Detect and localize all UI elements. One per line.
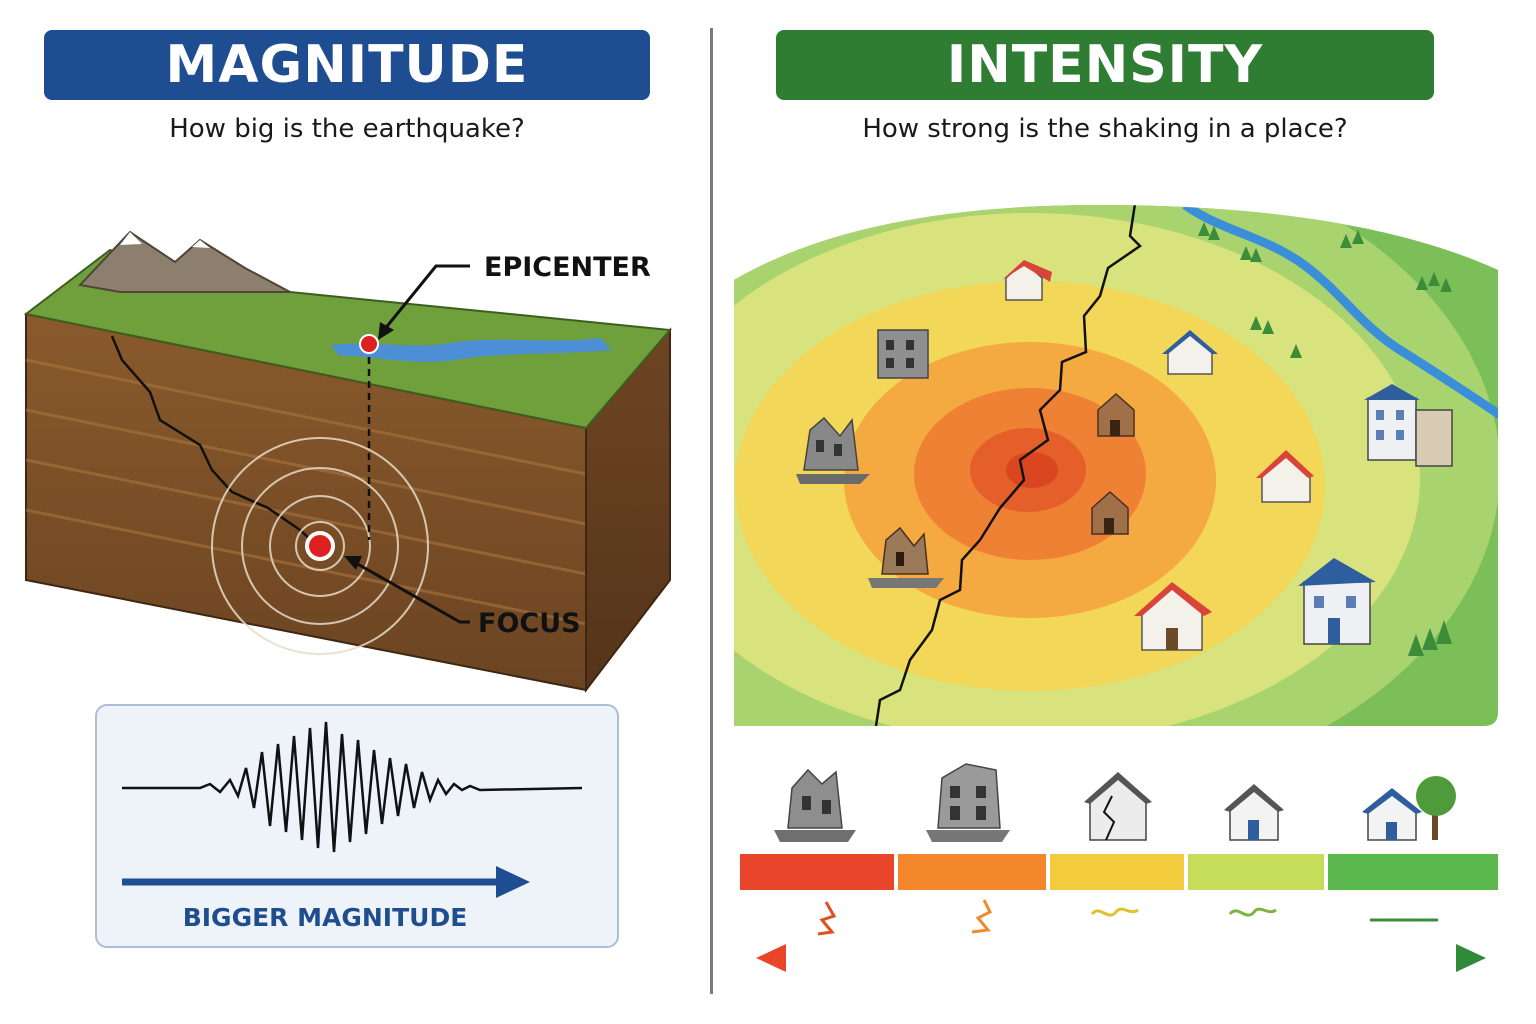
- intact-house-icon: [1224, 784, 1284, 841]
- map-damaged-house-2: [1091, 490, 1129, 535]
- magnitude-banner: MAGNITUDE: [44, 30, 650, 100]
- map-damaged-house-1: [1097, 392, 1135, 437]
- strong-shaking-icon: [971, 899, 993, 934]
- focus-leader: [353, 560, 470, 624]
- intensity-question: How strong is the shaking in a place?: [862, 114, 1348, 144]
- heavily-damaged-building-icon: [926, 763, 1010, 842]
- seismic-rings: [211, 437, 429, 655]
- violent-shaking-icon: [817, 901, 837, 936]
- scale-segment-3: [1050, 854, 1184, 890]
- scale-segment-1: [740, 854, 894, 890]
- focus-label: FOCUS: [478, 608, 581, 639]
- seismogram: [122, 721, 583, 898]
- bigger-magnitude-label: BIGGER MAGNITUDE: [182, 903, 468, 932]
- focus-arrowhead: [344, 556, 362, 570]
- epicenter-leader: [382, 264, 470, 331]
- scale-segment-5: [1328, 854, 1498, 890]
- fault-line: [110, 335, 321, 549]
- map-collapsed-building-1: [796, 416, 870, 484]
- epicenter-arrowhead: [378, 322, 394, 340]
- map-apartment-building: [1364, 384, 1453, 467]
- scale-segment-2: [898, 854, 1046, 890]
- map-house-top: [1002, 260, 1052, 301]
- river: [330, 338, 612, 362]
- epicenter-label: EPICENTER: [484, 252, 651, 283]
- soil-strata: [25, 358, 587, 626]
- magnitude-question: How big is the earthquake?: [169, 114, 525, 144]
- seismic-wave: [122, 721, 583, 853]
- scale-segment-4: [1188, 854, 1324, 890]
- light-shaking-icon: [1228, 907, 1277, 917]
- intensity-banner: INTENSITY: [776, 30, 1434, 100]
- intensity-arrowhead-left: [756, 944, 786, 972]
- map-house-blue-roof: [1162, 330, 1218, 375]
- magnitude-arrowhead: [496, 866, 530, 898]
- earth-cross-section: EPICENTER FOCUS: [23, 230, 673, 693]
- map-blue-roof-building: [1298, 558, 1376, 645]
- map-collapsed-building-2: [868, 526, 944, 588]
- epicenter-marker: [359, 334, 379, 354]
- map-damaged-building-1: [877, 329, 929, 379]
- map-house-red-roof-east: [1256, 450, 1314, 503]
- focus-marker: [305, 531, 335, 561]
- map-house-red-roof-south: [1134, 582, 1212, 651]
- map-river: [1182, 205, 1498, 419]
- panel-divider: [710, 28, 713, 994]
- zone-core: [1006, 452, 1058, 488]
- map-trees: [1198, 222, 1452, 656]
- intensity-arrowhead-right: [1456, 944, 1486, 972]
- cracked-house-icon: [1084, 772, 1152, 841]
- mountains: [77, 230, 291, 293]
- moderate-shaking-icon: [1090, 907, 1139, 917]
- map-fault-line: [874, 205, 1142, 726]
- collapsed-building-icon: [774, 768, 856, 842]
- house-with-tree-icon: [1362, 776, 1456, 841]
